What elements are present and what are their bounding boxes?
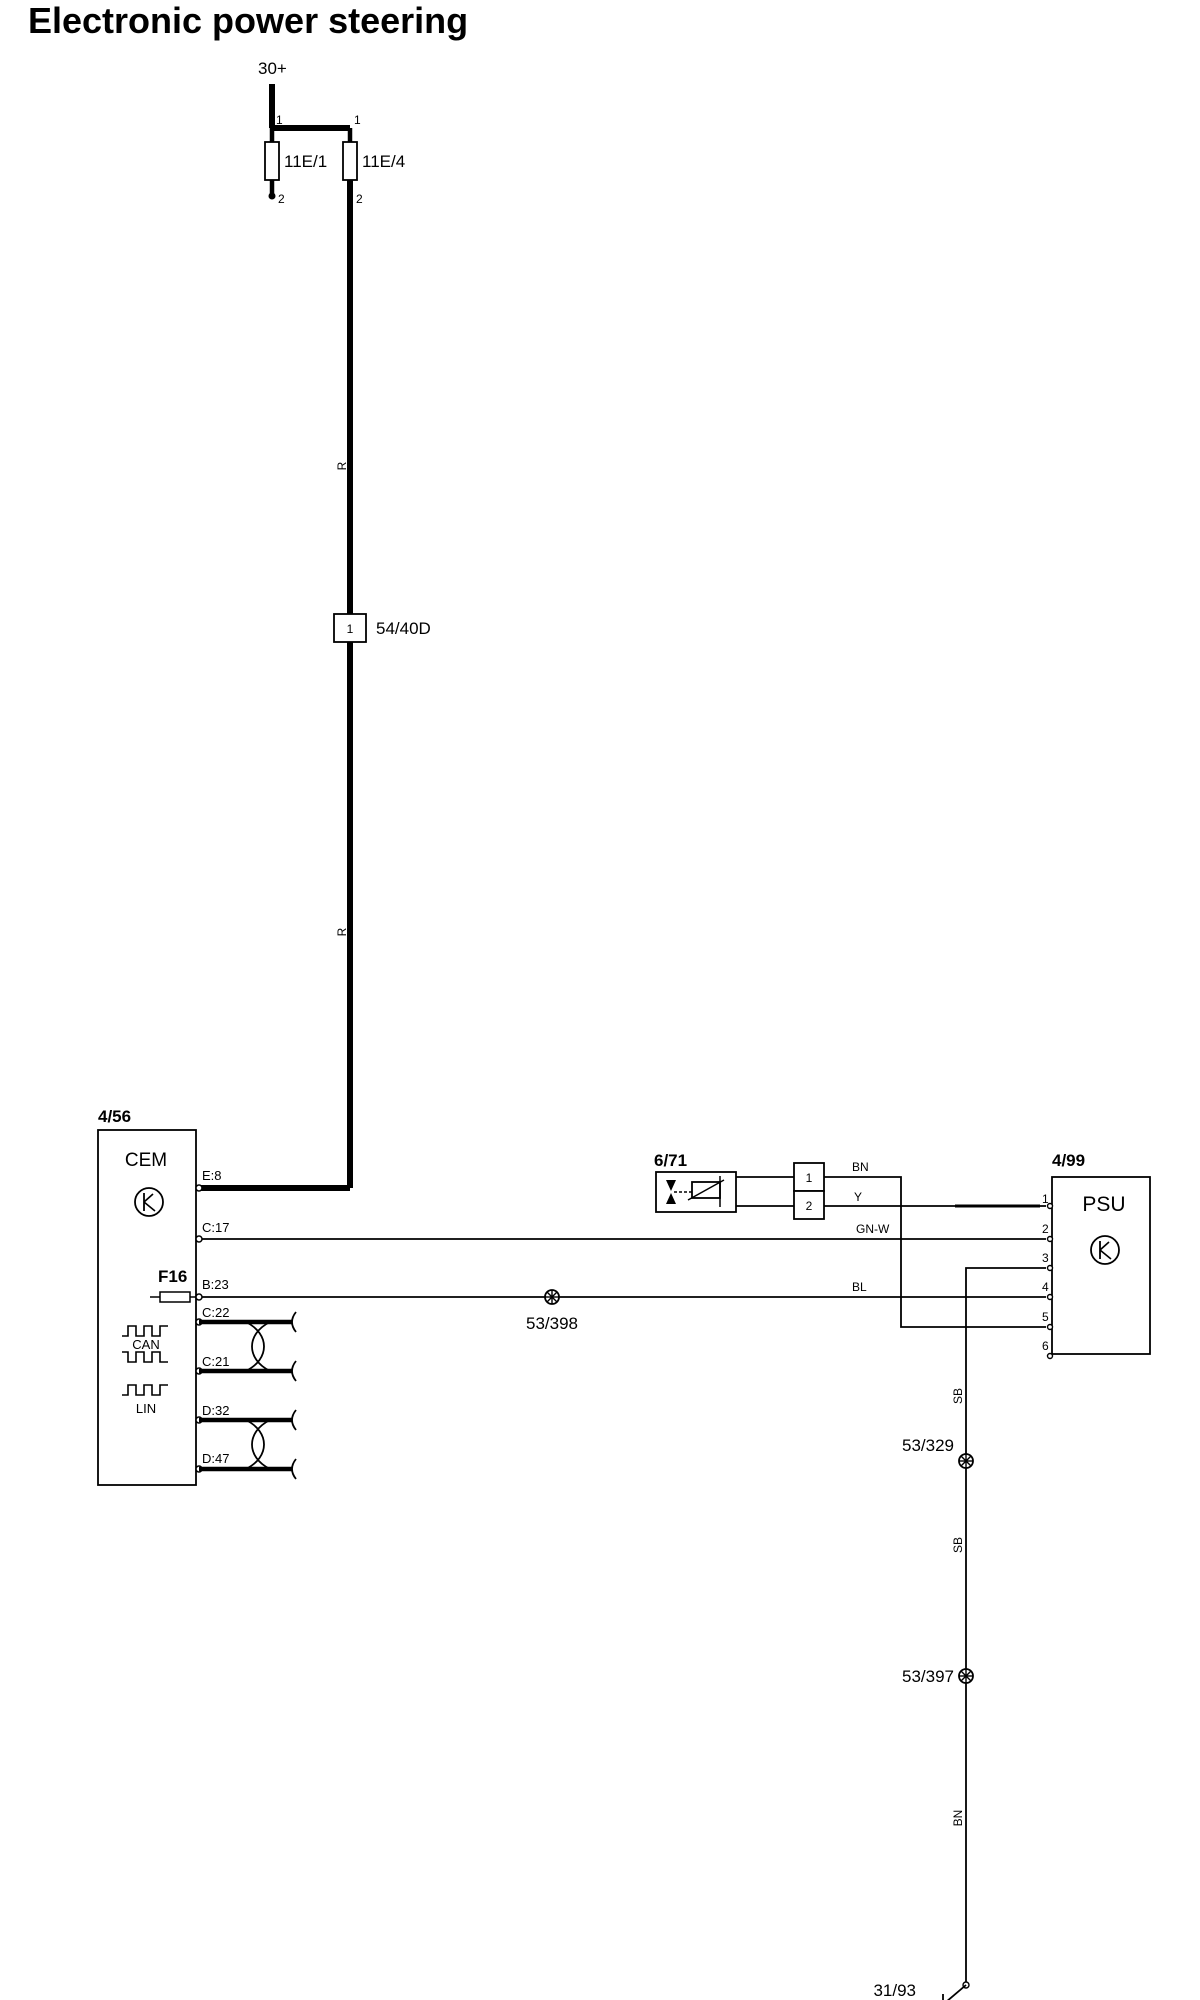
cem-pin-b23: B:23 [202, 1277, 229, 1292]
wire-code-bn-top: BN [852, 1160, 869, 1174]
splice-53-397 [958, 1668, 974, 1684]
sensor-6-71: 6/71 [654, 1151, 737, 1213]
connector-54-40d-pin: 1 [347, 622, 354, 636]
fuse-11e4-pin-bottom: 2 [356, 192, 363, 206]
lin-label: LIN [136, 1401, 156, 1416]
cem-pin-d47: D:47 [202, 1451, 229, 1466]
wire-code-bn-bottom: BN [951, 1810, 965, 1827]
cem-pin-c17: C:17 [202, 1220, 229, 1235]
cem-module: 4/56 CEM E:8 C:17 B:23 C:22 C:21 D:32 D:… [97, 1107, 229, 1486]
cem-transistor-icon [134, 1187, 164, 1217]
fuse-11e4-pin-top: 1 [354, 113, 361, 127]
wire-code-sb1: SB [951, 1388, 965, 1404]
cem-pin-e8: E:8 [202, 1168, 222, 1183]
cem-fuse-label: F16 [158, 1267, 187, 1286]
splice-53-398 [544, 1289, 560, 1305]
wire-code-r2: R [335, 927, 349, 936]
psu-pin-6: 6 [1042, 1339, 1049, 1353]
splice-53-397-label: 53/397 [902, 1667, 954, 1686]
cem-pin-d32: D:32 [202, 1403, 229, 1418]
psu-name: PSU [1082, 1193, 1125, 1216]
can-signal-icon [122, 1325, 168, 1363]
fuse-11e4: 1 2 11E/4 [342, 113, 405, 206]
can-bus-wires [199, 1311, 297, 1382]
supply-label: 30+ [258, 59, 287, 78]
wire-code-sb2: SB [951, 1537, 965, 1553]
sensor-connector: 1 2 [736, 1162, 825, 1220]
ground-label: 31/93 [873, 1981, 916, 2000]
cem-fuse-icon [150, 1291, 196, 1303]
fuse-11e1: 1 2 11E/1 [264, 113, 327, 206]
wire-code-y: Y [854, 1190, 862, 1204]
sensor-id: 6/71 [654, 1151, 687, 1170]
ground-icon [942, 1981, 970, 2000]
can-label: CAN [132, 1337, 159, 1352]
lin-signal-icon [122, 1384, 168, 1396]
fuse-11e1-pin-bottom: 2 [278, 192, 285, 206]
psu-transistor-icon [1090, 1235, 1120, 1265]
connector-54-40d: 1 54/40D [333, 613, 431, 643]
wire-code-r1: R [335, 461, 349, 470]
fuse-11e4-label: 11E/4 [362, 152, 405, 171]
cem-pin-c21: C:21 [202, 1354, 229, 1369]
psu-module: 4/99 PSU 1 2 3 4 5 6 [1042, 1151, 1151, 1360]
psu-pin-5: 5 [1042, 1310, 1049, 1324]
connector-54-40d-label: 54/40D [376, 619, 431, 638]
sensor-pin-1: 1 [806, 1171, 813, 1185]
wire-code-gnw: GN-W [856, 1222, 890, 1236]
psu-pin-4: 4 [1042, 1280, 1049, 1294]
diagram-title: Electronic power steering [28, 0, 468, 41]
wire-bn-top [824, 1176, 1046, 1328]
splice-53-329-label: 53/329 [902, 1436, 954, 1455]
psu-pin-2: 2 [1042, 1222, 1049, 1236]
splice-53-398-label: 53/398 [526, 1314, 578, 1333]
cem-pin-c22: C:22 [202, 1305, 229, 1320]
psu-pin-1: 1 [1042, 1192, 1049, 1206]
wire-code-bl: BL [852, 1280, 867, 1294]
cem-name: CEM [125, 1150, 167, 1171]
psu-id: 4/99 [1052, 1151, 1085, 1170]
splice-53-329 [958, 1453, 974, 1469]
sensor-pin-2: 2 [806, 1199, 813, 1213]
cem-id: 4/56 [98, 1107, 131, 1126]
fuse-11e1-pin-top: 1 [276, 113, 283, 127]
ground-wire [965, 1267, 1046, 1985]
fuse-11e1-label: 11E/1 [284, 152, 327, 171]
lin-bus-wires [199, 1409, 297, 1480]
psu-pin-3: 3 [1042, 1251, 1049, 1265]
